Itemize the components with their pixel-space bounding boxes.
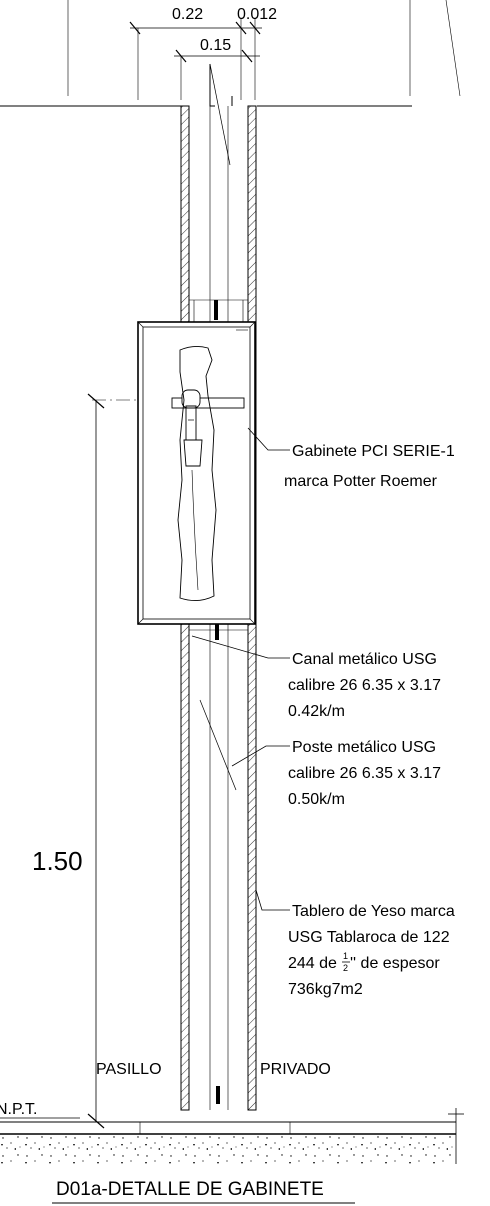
fire-hose-icon [177, 345, 217, 601]
cabinet-label-line2: marca Potter Roemer [284, 473, 438, 490]
dim-cabinet-height: 1.50 [32, 846, 83, 876]
side-label-privado: PRIVADO [260, 1061, 331, 1078]
board-label-line4: 736kg7m2 [288, 981, 363, 998]
channel-label-line2: calibre 26 6.35 x 3.17 [288, 677, 441, 694]
side-label-pasillo: PASILLO [96, 1061, 162, 1078]
top-dimension-lines [129, 18, 262, 100]
post-label-line3: 0.50k/m [288, 791, 345, 808]
cabinet-label-line1: Gabinete PCI SERIE-1 [292, 443, 455, 460]
height-dimension [87, 393, 138, 1129]
channel-label-line1: Canal metálico USG [292, 651, 437, 668]
leader-lines [191, 427, 290, 911]
post-label-line1: Poste metálico USG [292, 739, 436, 756]
dim-wall-total: 0.22 [172, 6, 203, 23]
ceiling-slab [0, 0, 461, 166]
dim-plaster-thickness: 0.012 [237, 6, 277, 23]
post-label-line2: calibre 26 6.35 x 3.17 [288, 765, 441, 782]
drawing-title: D01a-DETALLE DE GABINETE [56, 1179, 324, 1200]
channel-label-line3: 0.42k/m [288, 703, 345, 720]
board-fraction-numerator: 1 [343, 951, 348, 961]
dim-stud-width: 0.15 [200, 37, 231, 54]
board-fraction-denominator: 2 [343, 963, 348, 973]
floor-slab [0, 1108, 464, 1164]
fire-cabinet [137, 321, 256, 625]
board-label-line3-suffix: '' de espesor [350, 955, 440, 972]
board-label-line3-prefix: 244 de [288, 955, 341, 972]
board-label-line2: USG Tablaroca de 122 [288, 929, 450, 946]
floor-level-label: N.P.T. [0, 1101, 38, 1118]
board-label-line1: Tablero de Yeso marca [292, 903, 455, 920]
